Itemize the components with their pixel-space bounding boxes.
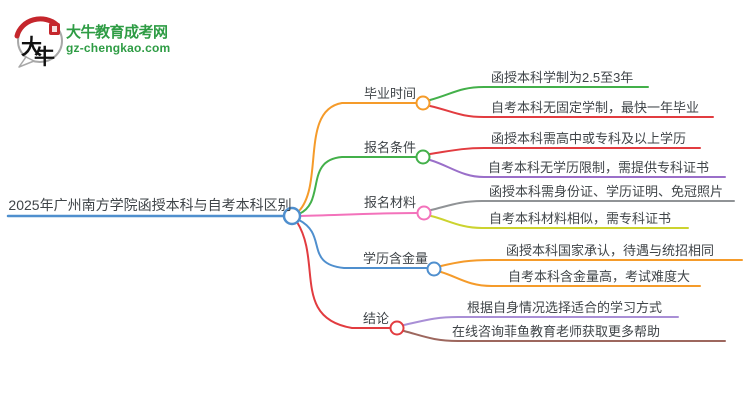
branch-1-label: 报名条件: [364, 140, 417, 155]
branch-3-line: [298, 219, 428, 269]
child-1-1-label: 自考本科无学历限制，需提供专科证书: [488, 160, 710, 175]
child-3-1-line: [440, 271, 701, 287]
logo-char-niu: 牛: [34, 46, 55, 68]
root-node-circle: [282, 206, 302, 226]
child-0-0-line: [429, 86, 649, 101]
child-4-1-line: [403, 330, 726, 342]
branch-4-label: 结论: [363, 311, 390, 326]
child-2-0-line: [430, 200, 735, 211]
branch-2-label: 报名材料: [364, 195, 417, 210]
child-4-0-label: 根据自身情况选择适合的学习方式: [467, 300, 663, 315]
child-1-0-line: [429, 147, 701, 155]
child-2-1-line: [430, 215, 689, 229]
child-3-1-label: 自考本科含金量高，考试难度大: [508, 269, 691, 284]
logo-seal-glyph: [52, 26, 57, 32]
logo-bubble-icon: 大 牛: [14, 16, 63, 68]
branch-0-node-circle: [415, 95, 431, 111]
child-2-0-label: 函授本科需身份证、学历证明、免冠照片: [489, 184, 724, 199]
child-1-0-label: 函授本科需高中或专科及以上学历: [491, 131, 687, 146]
branch-4-node-circle: [389, 320, 405, 336]
site-logo: 大 牛 大牛教育成考网 gz-chengkao.com: [12, 12, 252, 68]
logo-red-arc: [14, 16, 60, 39]
branch-2-line: [299, 212, 418, 217]
logo-char-da: 大: [21, 36, 42, 59]
child-2-1-label: 自考本科材料相似，需专科证书: [489, 211, 672, 226]
branch-3-node-circle: [426, 261, 442, 277]
logo-site-domain: gz-chengkao.com: [66, 41, 171, 55]
branch-4-line: [296, 221, 391, 329]
branch-0-label: 毕业时间: [364, 86, 417, 101]
logo-site-name: 大牛教育成考网: [66, 24, 168, 41]
root-node-label: 2025年广州南方学院函授本科与自考本科区别: [8, 197, 292, 213]
branch-2-node-circle: [416, 205, 432, 221]
branch-1-node-circle: [415, 149, 431, 165]
branch-3-label: 学历含金量: [363, 251, 429, 266]
branch-0-line: [298, 102, 417, 212]
child-3-0-label: 函授本科国家承认，待遇与统招相同: [506, 243, 715, 258]
child-3-0-line: [440, 259, 743, 267]
child-0-0-label: 函授本科学制为2.5至3年: [491, 70, 634, 85]
child-0-1-line: [429, 105, 714, 118]
child-4-0-line: [403, 316, 679, 326]
child-4-1-label: 在线咨询菲鱼教育老师获取更多帮助: [452, 324, 661, 339]
logo-bubble-tail: [18, 56, 35, 68]
child-1-1-line: [429, 159, 726, 178]
branch-1-line: [298, 156, 417, 215]
child-0-1-label: 自考本科无固定学制，最快一年毕业: [491, 100, 700, 115]
